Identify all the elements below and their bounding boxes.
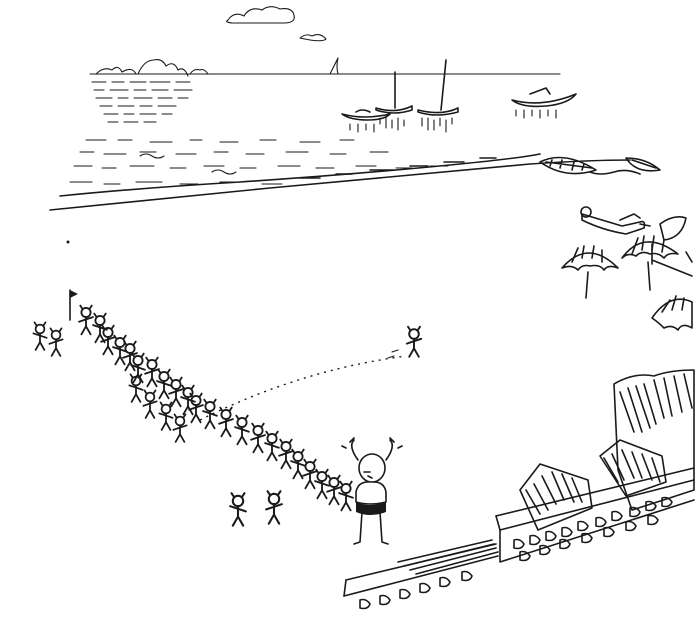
flag — [69, 289, 78, 321]
child-figure — [218, 406, 234, 438]
child-figure — [405, 325, 423, 358]
child-figure — [142, 389, 158, 419]
child-figure — [78, 304, 94, 336]
boat-reflections — [349, 109, 557, 133]
child-figure — [264, 430, 280, 462]
sail — [329, 57, 339, 75]
child-figure — [180, 384, 196, 416]
child-figure — [314, 468, 330, 500]
child-figure — [168, 376, 184, 408]
child-figure — [130, 352, 146, 384]
child-figure — [234, 414, 250, 446]
pebble — [66, 240, 70, 244]
children-group — [32, 304, 423, 527]
sea-wall — [495, 467, 695, 563]
sunbather — [580, 206, 651, 235]
child-figure — [290, 448, 306, 480]
beach-umbrella — [561, 216, 693, 331]
child-figure — [202, 398, 218, 430]
child-figure — [188, 392, 204, 424]
lifeguard — [341, 437, 403, 545]
shoreline — [49, 153, 641, 211]
child-figure — [302, 458, 318, 490]
child-figure — [250, 422, 266, 454]
child-figure — [156, 368, 172, 400]
child-figure — [144, 356, 160, 388]
sea-ripples — [69, 139, 449, 185]
child-figure — [278, 438, 294, 470]
child-figure — [172, 413, 188, 443]
child-figure — [229, 492, 247, 527]
child-figure — [32, 321, 48, 351]
dotted-line — [199, 349, 407, 421]
horizon — [89, 57, 561, 77]
beach-cabana — [519, 369, 695, 531]
island-reflections — [91, 81, 193, 123]
child-figure — [100, 324, 116, 356]
stairs — [343, 539, 499, 610]
sailboat — [375, 59, 459, 116]
child-figure — [48, 327, 64, 357]
child-figure — [265, 490, 283, 525]
rowboat — [341, 87, 577, 121]
child-figure — [326, 474, 342, 506]
cloud — [226, 6, 327, 42]
child-figure — [128, 373, 144, 403]
child-figure — [158, 401, 174, 431]
child-figure — [92, 312, 108, 344]
beached-rowboat — [539, 156, 661, 175]
child-figure — [338, 480, 354, 512]
